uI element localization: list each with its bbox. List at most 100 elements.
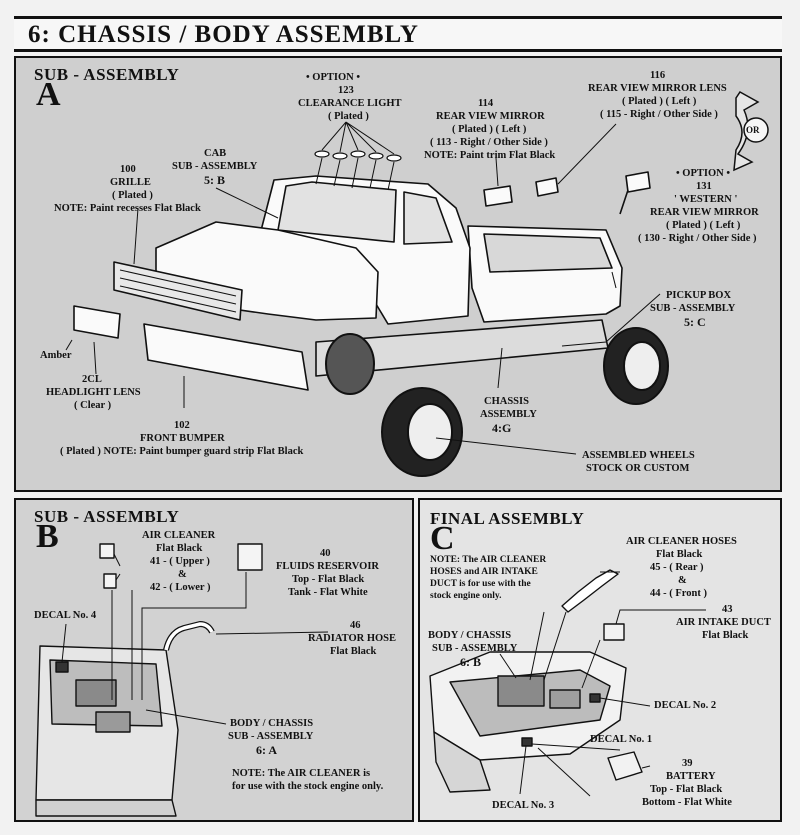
pickup-label-3: 5: C: [684, 315, 706, 329]
decal-3-label: DECAL No. 3: [492, 800, 555, 811]
panel-final-assembly-c: FINAL ASSEMBLY C NOTE: The AIR CLEANER H…: [418, 498, 782, 822]
letter-a: A: [36, 76, 61, 113]
battery-bottom: Bottom - Flat White: [642, 797, 732, 808]
cab-label-1: CAB: [204, 148, 227, 159]
wheels: [325, 327, 669, 477]
battery-part: [607, 751, 643, 781]
duct-name: AIR INTAKE DUCT: [676, 617, 771, 628]
panel-c-note-line-4: stock engine only.: [430, 591, 502, 601]
fluids-number: 40: [320, 548, 331, 559]
duct-finish: Flat Black: [702, 630, 749, 641]
leader-lines-c: [499, 571, 706, 797]
fluids-reservoir-part: [237, 543, 263, 571]
clearance-light-note: ( Plated ): [328, 111, 369, 122]
hoses-name: AIR CLEANER HOSES: [626, 536, 737, 547]
or-symbol: [733, 91, 769, 172]
truck-illustration: [65, 91, 769, 477]
body-chassis-c-2: SUB - ASSEMBLY: [432, 643, 518, 654]
section-header: 6: CHASSIS / BODY ASSEMBLY: [14, 16, 782, 52]
western-mirror-shape: [625, 171, 651, 193]
amber-label: Amber: [40, 350, 72, 361]
section-title: 6: CHASSIS / BODY ASSEMBLY: [28, 21, 419, 48]
bumper-number: 102: [174, 420, 190, 431]
western-name: REAR VIEW MIRROR: [650, 207, 759, 218]
clearance-lights: [314, 150, 402, 162]
panel-c-note-line-3: DUCT is for use with the: [430, 579, 531, 589]
bumper-name: FRONT BUMPER: [140, 433, 225, 444]
mirror-number: 114: [478, 98, 494, 109]
headlight-clear: ( Clear ): [74, 400, 112, 411]
lens-number: 116: [650, 70, 666, 81]
western-plated: ( Plated ) ( Left ): [666, 220, 741, 231]
air-cleaner-upper: 41 - ( Upper ): [150, 556, 210, 567]
radiator-name: RADIATOR HOSE: [308, 633, 397, 644]
leader-lines-b: [61, 553, 329, 725]
fluids-top: Top - Flat Black: [292, 574, 365, 585]
letter-b: B: [36, 518, 59, 555]
radiator-number: 46: [350, 620, 361, 631]
body-chassis-b-2: SUB - ASSEMBLY: [228, 731, 314, 742]
grille-note: NOTE: Paint recesses Flat Black: [54, 203, 201, 214]
headlight-name: HEADLIGHT LENS: [46, 387, 141, 398]
mirror-note: NOTE: Paint trim Flat Black: [424, 150, 556, 161]
lens-plated: ( Plated ) ( Left ): [622, 96, 697, 107]
leader-lines: [65, 121, 661, 455]
air-cleaner-name: AIR CLEANER: [142, 530, 216, 541]
western-label: ' WESTERN ': [674, 194, 738, 205]
cab-label-3: 5: B: [204, 173, 225, 187]
panel-c-note-line-2: HOSES and AIR INTAKE: [430, 567, 538, 577]
duct-number: 43: [722, 604, 733, 615]
headlight-lens-shape: [73, 305, 121, 339]
body-chassis-c-1: BODY / CHASSIS: [428, 630, 512, 641]
letter-c: C: [430, 520, 455, 557]
air-cleaner-lower: 42 - ( Lower ): [150, 582, 211, 593]
air-cleaner-lower-part: [103, 573, 117, 589]
grille-number: 100: [120, 164, 136, 175]
or-label: OR: [746, 125, 760, 135]
mirror-right: ( 113 - Right / Other Side ): [430, 137, 548, 148]
air-cleaner-finish: Flat Black: [156, 543, 203, 554]
body-chassis-b-3: 6: A: [256, 743, 277, 757]
grille-plated: ( Plated ): [112, 190, 153, 201]
battery-name: BATTERY: [666, 771, 716, 782]
mirror-shape: [483, 185, 513, 207]
fluids-tank: Tank - Flat White: [288, 587, 368, 598]
fluids-name: FLUIDS RESERVOIR: [276, 561, 379, 572]
western-right: ( 130 - Right / Other Side ): [638, 233, 757, 244]
panel-sub-assembly-b: SUB - ASSEMBLY B AIR CLEANER Flat Black …: [14, 498, 414, 822]
engine-bay-illustration-b: [35, 543, 329, 817]
panel-b-note-line-2: for use with the stock engine only.: [232, 781, 384, 792]
hoses-front: 44 - ( Front ): [650, 588, 707, 599]
panel-c-note-line-1: NOTE: The AIR CLEANER: [430, 555, 547, 565]
air-intake-duct-part: [603, 623, 625, 641]
cab-label-2: SUB - ASSEMBLY: [172, 161, 258, 172]
mirror-lens-shape: [535, 177, 559, 197]
mirror-plated: ( Plated ) ( Left ): [452, 124, 527, 135]
option-label-2: • OPTION •: [676, 168, 731, 179]
wheels-label-2: STOCK OR CUSTOM: [586, 463, 690, 474]
decal-4-label: DECAL No. 4: [34, 610, 97, 621]
wheels-label-1: ASSEMBLED WHEELS: [582, 450, 695, 461]
hoses-rear: 45 - ( Rear ): [650, 562, 704, 573]
clearance-light-name: CLEARANCE LIGHT: [298, 98, 402, 109]
heading-b: SUB - ASSEMBLY: [34, 507, 180, 526]
clearance-light-number: 123: [338, 85, 354, 96]
chassis-label-3: 4:G: [492, 421, 512, 435]
headlight-number: 2CL: [82, 374, 102, 385]
western-number: 131: [696, 181, 712, 192]
hoses-finish: Flat Black: [656, 549, 703, 560]
mirror-name: REAR VIEW MIRROR: [436, 111, 545, 122]
body-chassis-b-1: BODY / CHASSIS: [230, 718, 314, 729]
lens-right: ( 115 - Right / Other Side ): [600, 109, 718, 120]
chassis-label-1: CHASSIS: [484, 396, 529, 407]
hoses-and: &: [678, 575, 687, 586]
air-cleaner-upper-part: [99, 543, 115, 559]
option-label-1: • OPTION •: [306, 72, 361, 83]
decal-1-label: DECAL No. 1: [590, 734, 653, 745]
grille-name: GRILLE: [110, 177, 151, 188]
chassis-label-2: ASSEMBLY: [480, 409, 537, 420]
bumper-shape: [143, 323, 309, 391]
panel-b-note-line-1: NOTE: The AIR CLEANER is: [232, 768, 371, 779]
battery-number: 39: [682, 758, 693, 769]
